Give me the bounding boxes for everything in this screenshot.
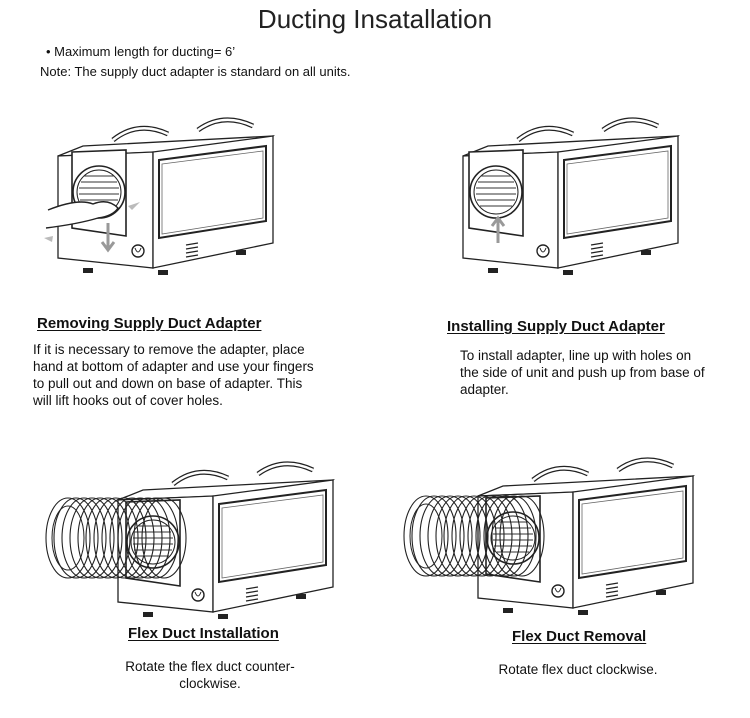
installing-adapter-text: To install adapter, line up with holes o… [460, 348, 705, 397]
adapter-note: Note: The supply duct adapter is standar… [40, 64, 351, 79]
removing-adapter-heading: Removing Supply Duct Adapter [37, 315, 262, 332]
flex-duct-installation-heading: Flex Duct Installation [128, 625, 279, 642]
installing-adapter-illustration [463, 118, 693, 278]
page-title: Ducting Insatallation [257, 4, 493, 34]
flex-duct-installation-text-line1: Rotate the flex duct counter- [125, 659, 295, 674]
flex-duct-removal-heading: Flex Duct Removal [512, 628, 647, 645]
flex-duct-removal-illustration [403, 458, 708, 618]
flex-duct-installation-text-line2: clockwise. [179, 676, 241, 691]
removing-adapter-text: If it is necessary to remove the adapter… [33, 342, 314, 408]
flex-duct-installation-text: Rotate the flex duct counter- clockwise. [100, 658, 320, 692]
removing-adapter-illustration [44, 118, 288, 278]
max-length-bullet: • Maximum length for ducting= 6’ [46, 44, 236, 59]
flex-duct-removal-text: Rotate flex duct clockwise. [498, 662, 658, 677]
flex-duct-installation-illustration [45, 462, 348, 622]
installing-adapter-heading: Installing Supply Duct Adapter [447, 318, 665, 335]
